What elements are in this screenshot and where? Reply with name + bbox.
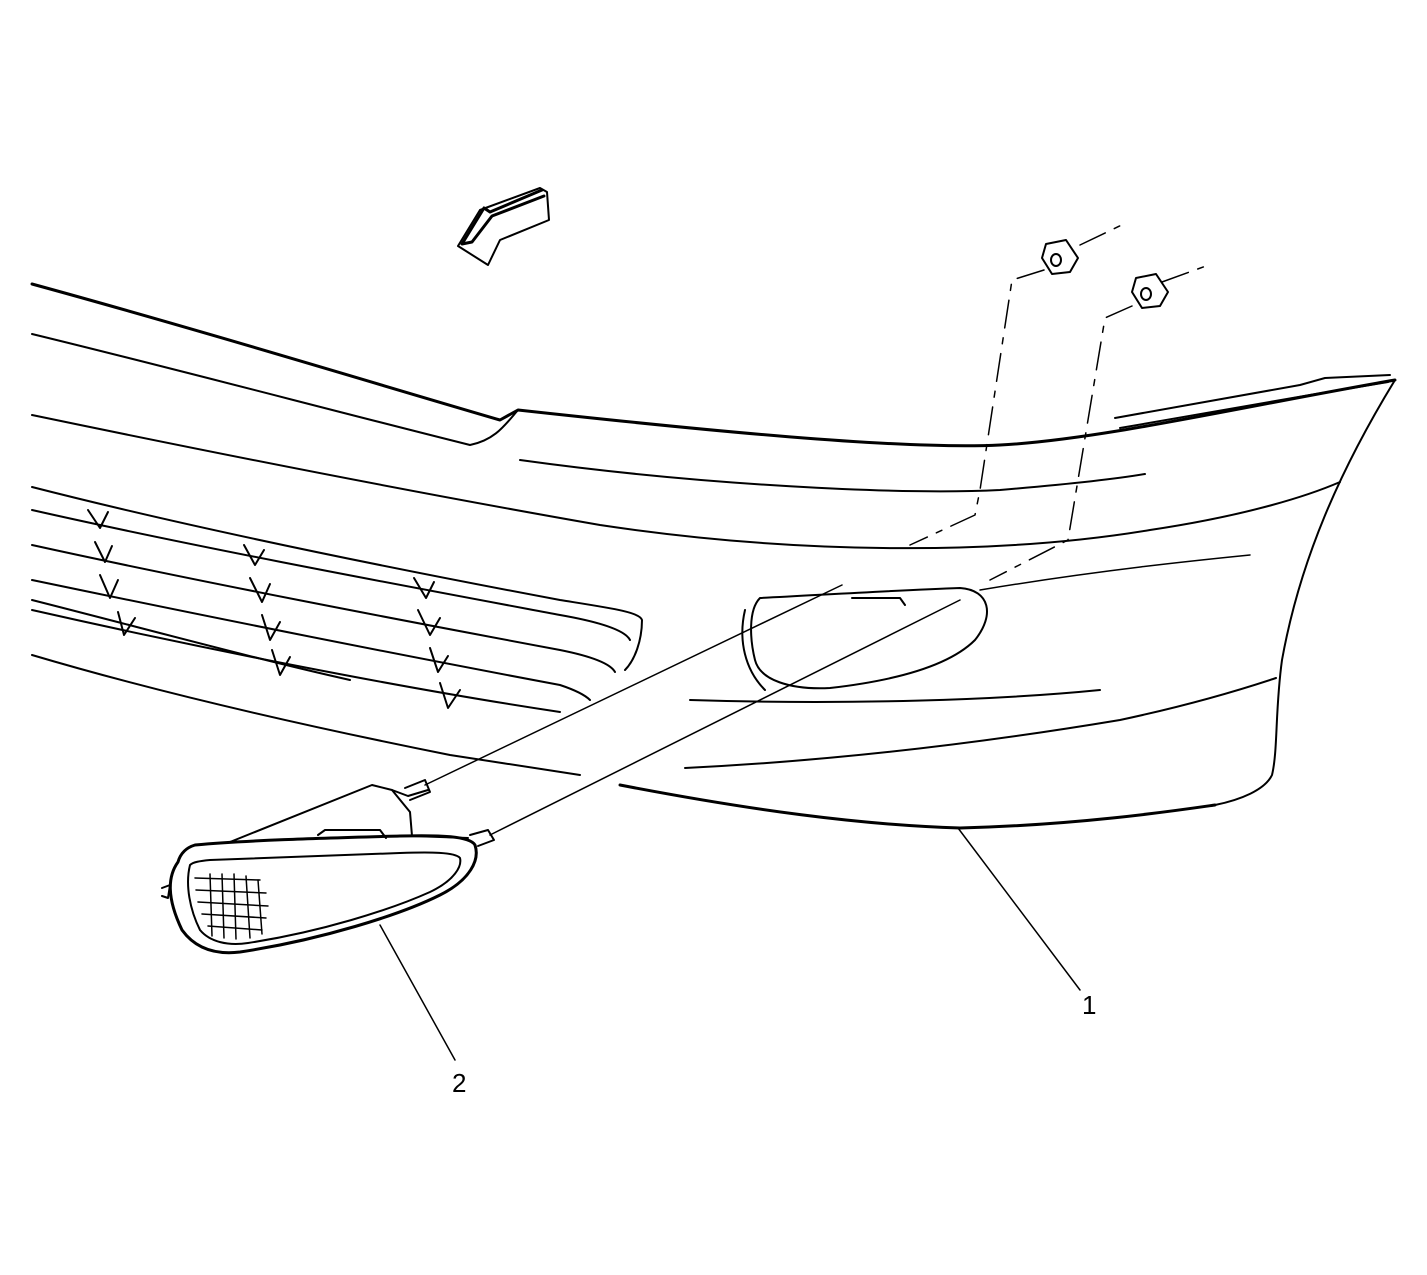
lamp-opening xyxy=(741,587,988,691)
nut-left xyxy=(1041,239,1079,275)
leader-line-2 xyxy=(379,924,456,1061)
nut-right xyxy=(1131,273,1169,309)
callout-2-label: 2 xyxy=(452,1068,466,1098)
park-turn-lamp xyxy=(161,779,495,955)
front-direction-arrow-icon xyxy=(457,187,550,266)
grille xyxy=(31,486,643,713)
front-bumper-fascia xyxy=(30,282,1397,830)
leader-line-1 xyxy=(957,827,1081,991)
callout-1-label: 1 xyxy=(1082,990,1096,1020)
alignment-lines xyxy=(424,221,1207,836)
